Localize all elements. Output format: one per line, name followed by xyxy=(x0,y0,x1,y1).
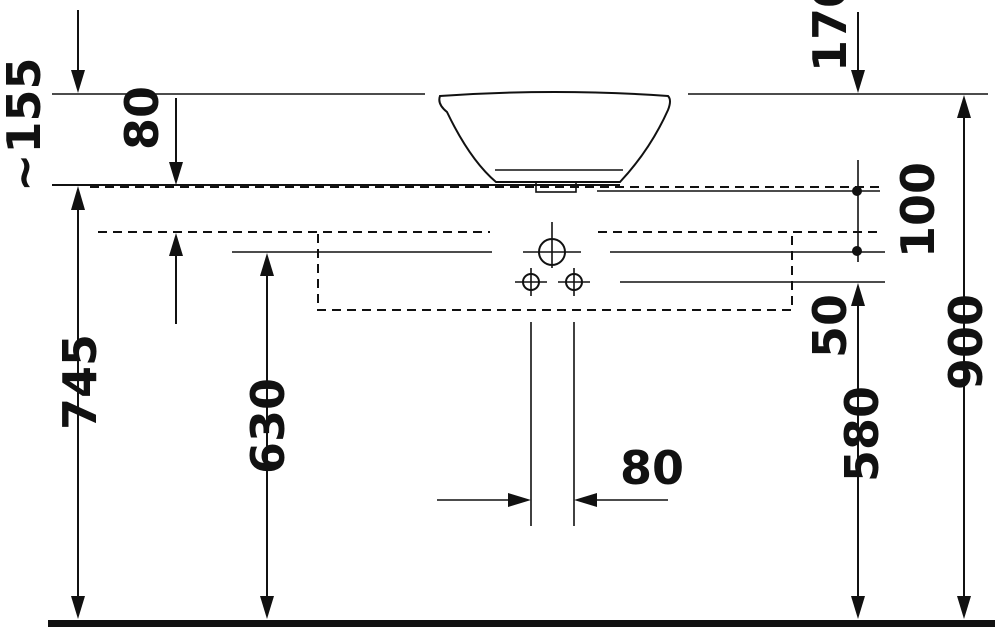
dimension-outlet-spacing: 50 xyxy=(803,294,857,358)
floor-line xyxy=(48,620,995,627)
dimension-counter-to-outlet: 100 xyxy=(891,162,945,258)
dimension-overflow-depth: ~155 xyxy=(0,57,51,192)
water-supply-left-icon xyxy=(515,268,547,296)
water-supply-right-icon xyxy=(558,268,590,296)
dimension-total-height: 900 xyxy=(939,294,993,390)
dimension-bowl-height: 80 xyxy=(115,86,169,150)
cabinet-outline xyxy=(317,234,793,311)
vessel-bowl xyxy=(438,91,671,183)
bowl-drain xyxy=(535,181,577,193)
dimension-supply-height: 630 xyxy=(241,378,295,474)
dimension-pipe-width: 80 xyxy=(620,441,684,495)
dimension-counter-height: 745 xyxy=(53,334,107,430)
drain-connection-icon xyxy=(523,222,581,268)
dimension-outlet-height: 580 xyxy=(835,386,889,482)
dimension-top-offset: 170 xyxy=(803,0,857,72)
